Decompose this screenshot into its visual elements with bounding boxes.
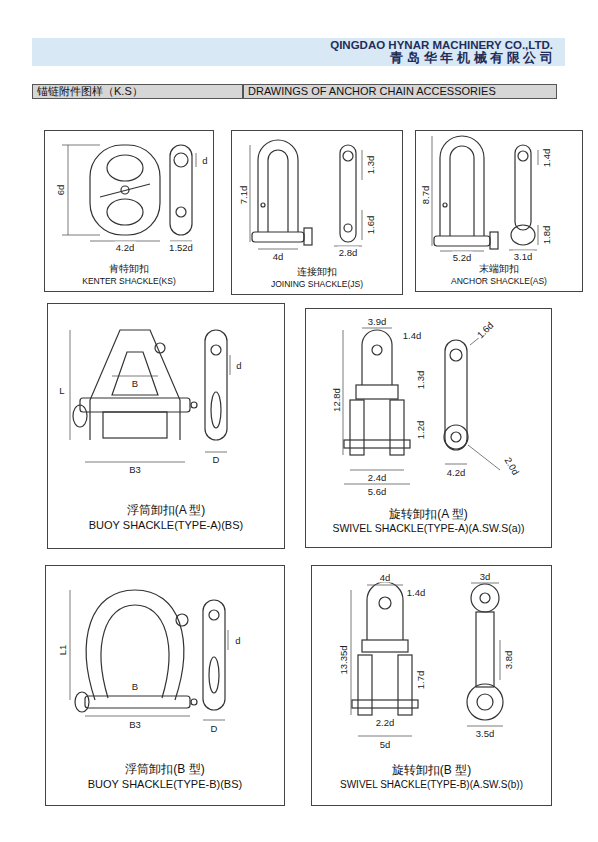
dimension-label: 6d bbox=[55, 184, 66, 197]
caption-en: BUOY SHACKLE(TYPE-A)(BS) bbox=[89, 518, 243, 532]
dimension-label: B bbox=[131, 378, 139, 389]
drawing-panel: 连接卸扣JOINING SHACKLE(JS) bbox=[231, 130, 403, 295]
dimension-label: B3 bbox=[128, 719, 142, 730]
dimension-label: 1.7d bbox=[415, 670, 426, 691]
caption-en: JOINING SHACKLE(JS) bbox=[271, 279, 363, 291]
company-name: QINGDAO HYNAR MACHINERY CO.,LTD. bbox=[330, 39, 553, 51]
drawing-panel: 旋转卸扣(B 型)SWIVEL SHACKLE(TYPE-B)(A.SW.S(b… bbox=[311, 565, 552, 806]
dimension-label: 7.1d bbox=[238, 185, 249, 206]
dimension-label: 2.4d bbox=[367, 472, 388, 483]
dimension-label: 1.6d bbox=[365, 215, 376, 236]
caption-en: KENTER SHACKLE(KS) bbox=[82, 276, 176, 288]
dimension-label: 1.4d bbox=[406, 587, 427, 598]
dimension-label: 4d bbox=[379, 572, 392, 583]
dimension-label: 5.2d bbox=[452, 252, 473, 263]
dimension-label: 3.9d bbox=[367, 316, 388, 327]
dimension-label: 3.1d bbox=[513, 251, 534, 262]
section-title: DRAWINGS OF ANCHOR CHAIN ACCESSORIES bbox=[248, 85, 496, 98]
drawing-panel: 末端卸扣ANCHOR SHACKLE(AS) bbox=[415, 130, 583, 292]
dimension-label: D bbox=[212, 454, 221, 465]
company-name-cn: 青 岛 华 年 机 械 有 限 公 司 bbox=[390, 51, 553, 65]
dimension-lines bbox=[62, 136, 538, 736]
dimension-label: d bbox=[201, 155, 208, 166]
dimension-label: 4.2d bbox=[446, 467, 467, 478]
dimension-label: D bbox=[210, 723, 219, 734]
drawing-panel: 旋转卸扣(A 型)SWIVEL SHACKLE(TYPE-A)(A.SW.S(a… bbox=[305, 308, 552, 548]
dimension-label: 1.6d bbox=[474, 319, 496, 341]
drawing-panel: 浮筒卸扣(A 型)BUOY SHACKLE(TYPE-A)(BS) bbox=[47, 303, 285, 549]
caption-cn: 肯特卸扣 bbox=[109, 263, 149, 276]
dimension-label: 1.4d bbox=[402, 330, 423, 341]
dimension-label: B3 bbox=[128, 464, 142, 475]
drawing-panel: 肯特卸扣KENTER SHACKLE(KS) bbox=[44, 130, 214, 292]
caption-cn: 末端卸扣 bbox=[479, 263, 519, 276]
dimension-label: 1.52d bbox=[168, 242, 194, 253]
dimension-label: 1.2d bbox=[415, 420, 426, 441]
dimension-label: 4d bbox=[272, 251, 285, 262]
dimension-label: 3.5d bbox=[475, 728, 496, 739]
dimension-label: L bbox=[58, 385, 65, 396]
dimension-label: 5.6d bbox=[367, 486, 388, 497]
dimension-label: 3.8d bbox=[503, 650, 514, 671]
dimension-label: 1.3d bbox=[365, 155, 376, 176]
dimension-label: 13.35d bbox=[338, 644, 349, 675]
caption-en: ANCHOR SHACKLE(AS) bbox=[451, 276, 547, 288]
dimension-label: 1.3d bbox=[415, 370, 426, 391]
caption-cn: 旋转卸扣(B 型) bbox=[392, 763, 471, 778]
dimension-label: 12.8d bbox=[331, 387, 342, 413]
caption-en: BUOY SHACKLE(TYPE-B)(BS) bbox=[88, 777, 242, 791]
dimension-label: d bbox=[234, 635, 241, 646]
dimension-label: 3d bbox=[479, 571, 492, 582]
dimension-label: B bbox=[131, 681, 139, 692]
dimension-label: L1 bbox=[57, 644, 68, 657]
dimension-label: 1.4d bbox=[541, 148, 552, 169]
title-bar: DRAWINGS OF ANCHOR CHAIN ACCESSORIES bbox=[243, 84, 557, 99]
dimension-label: 8.7d bbox=[420, 185, 431, 206]
drawing-panel: 浮筒卸扣(B 型)BUOY SHACKLE(TYPE-B)(BS) bbox=[45, 565, 285, 806]
header-band bbox=[32, 38, 565, 66]
title-bar: 锚链附件图样（K.S） bbox=[32, 84, 243, 99]
dimension-label: 4.2d bbox=[115, 242, 136, 253]
caption-cn: 浮筒卸扣(B 型) bbox=[125, 762, 204, 777]
caption-cn: 浮筒卸扣(A 型) bbox=[127, 503, 206, 518]
company-band: QINGDAO HYNAR MACHINERY CO.,LTD.青 岛 华 年 … bbox=[32, 38, 565, 66]
dimension-label: 1.8d bbox=[541, 225, 552, 246]
figures bbox=[73, 136, 535, 720]
dimension-label: 5d bbox=[379, 739, 392, 750]
dimension-label: 2.0d bbox=[502, 454, 522, 477]
caption-cn: 旋转卸扣(A 型) bbox=[389, 507, 468, 522]
caption-en: SWIVEL SHACKLE(TYPE-B)(A.SW.S(b)) bbox=[340, 778, 523, 791]
caption-cn: 连接卸扣 bbox=[297, 266, 337, 279]
dimension-label: 2.2d bbox=[375, 717, 396, 728]
dimension-label: 2.8d bbox=[338, 247, 359, 258]
caption-en: SWIVEL SHACKLE(TYPE-A)(A.SW.S(a)) bbox=[332, 522, 524, 536]
section-title: 锚链附件图样（K.S） bbox=[37, 85, 143, 98]
dimension-label: d bbox=[235, 360, 242, 371]
